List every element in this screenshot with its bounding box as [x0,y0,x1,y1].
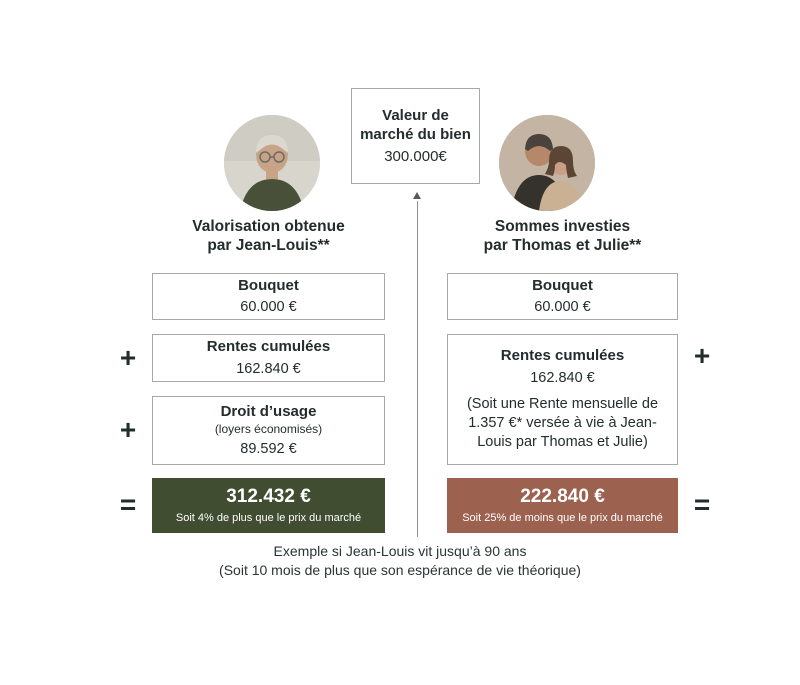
left-droit-title: Droit d’usage [220,403,317,421]
thomas-julie-photo-icon [499,115,595,211]
right-total-box: 222.840 € Soit 25% de moins que le prix … [447,478,678,533]
market-value-amount: 300.000€ [384,147,447,165]
left-droit-usage-box: Droit d’usage (loyers économisés) 89.592… [152,396,385,465]
left-rentes-box: Rentes cumulées 162.840 € [152,334,385,382]
jean-louis-avatar [224,115,320,211]
right-total-note: Soit 25% de moins que le prix du marché [462,512,663,525]
right-equals-operator: = [693,489,711,520]
right-bouquet-title: Bouquet [532,276,593,294]
right-column-heading: Sommes investies par Thomas et Julie** [447,218,678,255]
left-droit-amount: 89.592 € [240,440,297,457]
left-total-amount: 312.432 € [226,485,311,507]
right-heading-line2: par Thomas et Julie** [483,236,642,254]
right-rentes-box: Rentes cumulées 162.840 € (Soit une Rent… [447,334,678,465]
left-total-note: Soit 4% de plus que le prix du marché [175,512,362,525]
left-droit-subtitle: (loyers économisés) [214,421,323,436]
right-plus-operator: + [693,340,711,371]
left-heading-line2: par Jean-Louis** [207,236,330,254]
right-total-amount: 222.840 € [520,485,605,507]
left-plus-operator-2: + [119,414,137,445]
right-rentes-title: Rentes cumulées [500,347,625,365]
footnote-line1: Exemple si Jean-Louis vit jusqu’à 90 ans [273,543,527,559]
right-rentes-amount: 162.840 € [530,370,595,387]
footnote-line2: (Soit 10 mois de plus que son espérance … [219,562,581,579]
left-column-heading: Valorisation obtenue par Jean-Louis** [152,218,385,255]
left-total-box: 312.432 € Soit 4% de plus que le prix du… [152,478,385,533]
thomas-julie-avatar [499,115,595,211]
left-rentes-amount: 162.840 € [236,360,301,377]
right-bouquet-box: Bouquet 60.000 € [447,273,678,320]
left-equals-operator: = [119,489,137,520]
left-plus-operator-1: + [119,342,137,373]
left-bouquet-amount: 60.000 € [240,299,297,316]
right-bouquet-amount: 60.000 € [534,299,591,316]
market-value-box: Valeur de marché du bien 300.000€ [351,88,480,184]
left-rentes-title: Rentes cumulées [206,338,331,356]
up-arrow-icon [413,192,421,199]
jean-louis-photo-icon [224,115,320,211]
market-value-title: Valeur de marché du bien [360,107,471,143]
left-bouquet-title: Bouquet [238,276,299,294]
right-heading-line1: Sommes investies [494,218,631,235]
left-heading-line1: Valorisation obtenue [192,218,345,235]
center-divider [417,201,418,537]
example-footnote: Exemple si Jean-Louis vit jusqu’à 90 ans… [0,542,800,581]
right-rentes-note: (Soit une Rente mensuelle de 1.357 €* ve… [466,396,659,450]
left-bouquet-box: Bouquet 60.000 € [152,273,385,320]
